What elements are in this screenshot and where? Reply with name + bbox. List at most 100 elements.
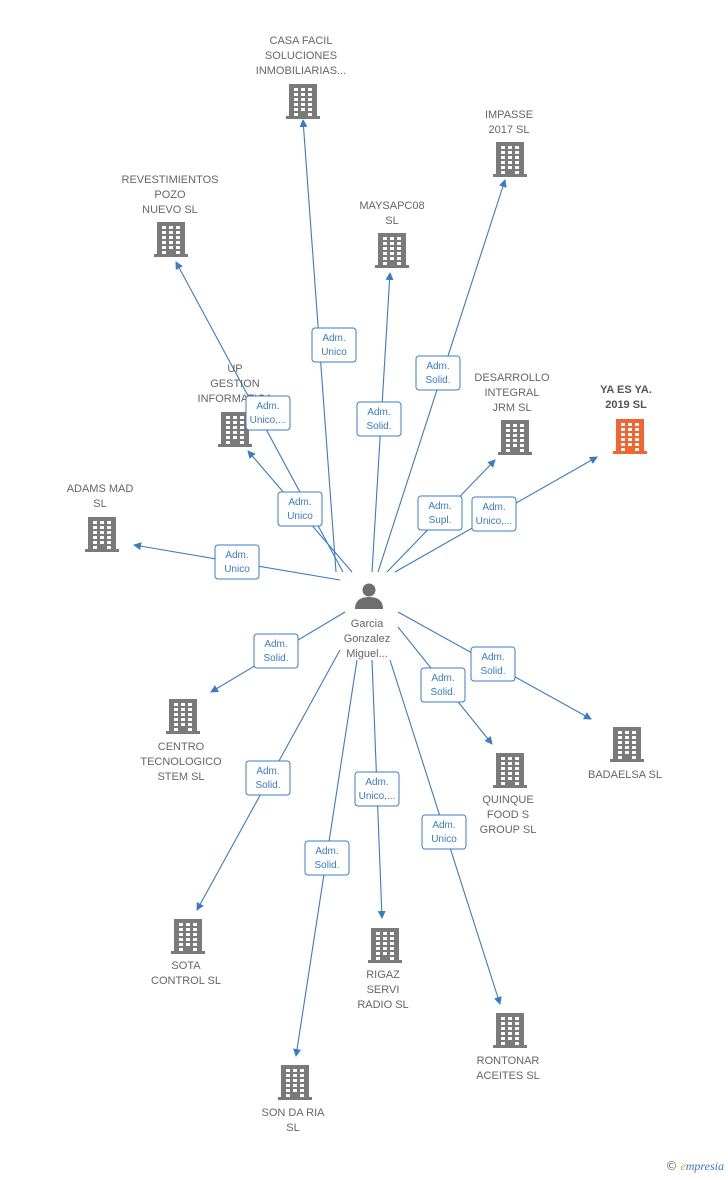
company-label-rontonar: ACEITES SL xyxy=(476,1070,540,1082)
company-label-revestimientos: NUEVO SL xyxy=(142,204,198,216)
role-badge-son-da-ria[interactable]: Adm.Solid. xyxy=(304,840,350,876)
company-node-desarrollo[interactable]: DESARROLLO INTEGRAL JRM SL xyxy=(474,372,550,455)
role-badge-text: Solid. xyxy=(366,421,391,432)
role-badge-text: Adm. xyxy=(322,333,345,344)
role-badge-revestimientos[interactable]: Adm.Unico,... xyxy=(245,395,291,431)
role-badge-text: Adm. xyxy=(432,820,455,831)
company-label-rigaz: RADIO SL xyxy=(357,999,408,1011)
center-person-node[interactable]: GarciaGonzalezMiguel... xyxy=(344,583,390,661)
building-icon[interactable] xyxy=(493,142,527,177)
role-badge-text: Adm. xyxy=(288,497,311,508)
role-badge-text: Adm. xyxy=(256,766,279,777)
role-badge-text: Solid. xyxy=(480,666,505,677)
building-icon[interactable] xyxy=(278,1065,312,1100)
company-label-up-gestion: GESTION xyxy=(210,378,260,390)
building-icon[interactable] xyxy=(493,753,527,788)
role-badge-ya-es-ya[interactable]: Adm. Unico,... xyxy=(471,496,517,532)
company-node-revestimientos[interactable]: REVESTIMIENTOS POZO NUEVO SL xyxy=(122,174,219,257)
company-label-centro-tecnologico: TECNOLOGICO xyxy=(140,756,222,768)
role-badge-text: Solid. xyxy=(425,375,450,386)
company-node-badaelsa[interactable]: BADAELSA SL xyxy=(588,727,662,781)
footer-brand: ©empresia xyxy=(665,1159,724,1174)
role-badge-text: Adm. xyxy=(264,639,287,650)
role-badge-quinque[interactable]: Adm. Solid. xyxy=(420,667,466,703)
role-badge-casa-facil[interactable]: Adm. Unico xyxy=(311,327,357,363)
company-label-rigaz: RIGAZ xyxy=(366,969,400,981)
building-icon[interactable] xyxy=(498,420,532,455)
role-badge-impasse[interactable]: Adm. Solid. xyxy=(415,355,461,391)
role-badge-up-gestion[interactable]: Adm. Unico xyxy=(277,491,323,527)
company-label-casa-facil: SOLUCIONES xyxy=(265,50,337,62)
role-badge-badaelsa[interactable]: Adm. Solid. xyxy=(470,646,516,682)
role-badge-text: Adm. xyxy=(481,652,504,663)
role-badge-desarrollo[interactable]: Adm.Supl. xyxy=(417,495,463,531)
company-label-desarrollo: INTEGRAL xyxy=(484,387,539,399)
role-badge-rigaz[interactable]: Adm.Unico,... xyxy=(354,771,400,807)
building-icon[interactable] xyxy=(610,727,644,762)
company-label-son-da-ria: SL xyxy=(286,1122,299,1134)
building-icon[interactable] xyxy=(375,233,409,268)
role-badge-sota[interactable]: Adm. Solid. xyxy=(245,760,291,796)
person-icon xyxy=(355,583,383,609)
company-label-quinque: GROUP SL xyxy=(480,824,537,836)
building-icon[interactable] xyxy=(171,919,205,954)
role-badge-text: Unico xyxy=(321,347,347,358)
company-label-revestimientos: POZO xyxy=(154,189,186,201)
building-icon[interactable] xyxy=(286,84,320,119)
role-badge-text: Adm. xyxy=(225,550,248,561)
brand-name: mpresia xyxy=(685,1159,724,1173)
company-node-ya-es-ya[interactable]: YA ES YA.2019 SL xyxy=(600,384,652,454)
role-badge-text: Adm. xyxy=(431,673,454,684)
building-icon[interactable] xyxy=(493,1013,527,1048)
company-node-casa-facil[interactable]: CASA FACILSOLUCIONESINMOBILIARIAS... xyxy=(256,35,346,119)
company-label-rontonar: RONTONAR xyxy=(477,1055,540,1067)
building-icon[interactable] xyxy=(166,699,200,734)
building-icon[interactable] xyxy=(154,222,188,257)
role-badge-text: Unico,... xyxy=(476,516,513,527)
role-badge-text: Adm. xyxy=(428,501,451,512)
role-badge-adams-mad[interactable]: Adm. Unico xyxy=(214,544,260,580)
role-badge-text: Unico xyxy=(287,511,313,522)
role-badge-text: Unico xyxy=(224,564,250,575)
company-node-son-da-ria[interactable]: SON DA RIA SL xyxy=(262,1065,326,1134)
company-label-maysapc08: SL xyxy=(385,215,398,227)
person-name-label: Miguel... xyxy=(346,648,388,660)
role-badge-rontonar[interactable]: Adm.Unico xyxy=(421,814,467,850)
role-badge-text: Adm. xyxy=(367,407,390,418)
company-label-revestimientos: REVESTIMIENTOS xyxy=(122,174,219,186)
company-label-centro-tecnologico: STEM SL xyxy=(157,771,204,783)
copyright-symbol: © xyxy=(665,1159,678,1173)
role-badge-centro-tecnologico[interactable]: Adm.Solid. xyxy=(253,633,299,669)
person-name-label: Gonzalez xyxy=(344,633,390,645)
building-icon[interactable] xyxy=(368,928,402,963)
company-label-badaelsa: BADAELSA SL xyxy=(588,769,662,781)
role-badge-text: Solid. xyxy=(255,780,280,791)
company-label-desarrollo: JRM SL xyxy=(492,402,531,414)
company-label-maysapc08: MAYSAPC08 xyxy=(359,200,424,212)
building-icon[interactable] xyxy=(218,412,252,447)
building-icon[interactable] xyxy=(613,419,647,454)
role-badge-text: Adm. xyxy=(482,502,505,513)
company-label-quinque: FOOD S xyxy=(487,809,529,821)
role-badge-maysapc08[interactable]: Adm. Solid. xyxy=(356,401,402,437)
company-label-impasse: 2017 SL xyxy=(489,124,530,136)
company-label-son-da-ria: SON DA RIA xyxy=(262,1107,326,1119)
role-badge-text: Solid. xyxy=(430,687,455,698)
building-icon[interactable] xyxy=(85,517,119,552)
role-badge-text: Adm. xyxy=(365,777,388,788)
brand-initial: e xyxy=(680,1159,686,1173)
company-label-ya-es-ya: YA ES YA. xyxy=(600,384,652,396)
role-badge-text: Adm. xyxy=(256,401,279,412)
role-badge-text: Adm. xyxy=(426,361,449,372)
company-node-rontonar[interactable]: RONTONAR ACEITES SL xyxy=(476,1013,540,1082)
company-label-desarrollo: DESARROLLO xyxy=(474,372,550,384)
